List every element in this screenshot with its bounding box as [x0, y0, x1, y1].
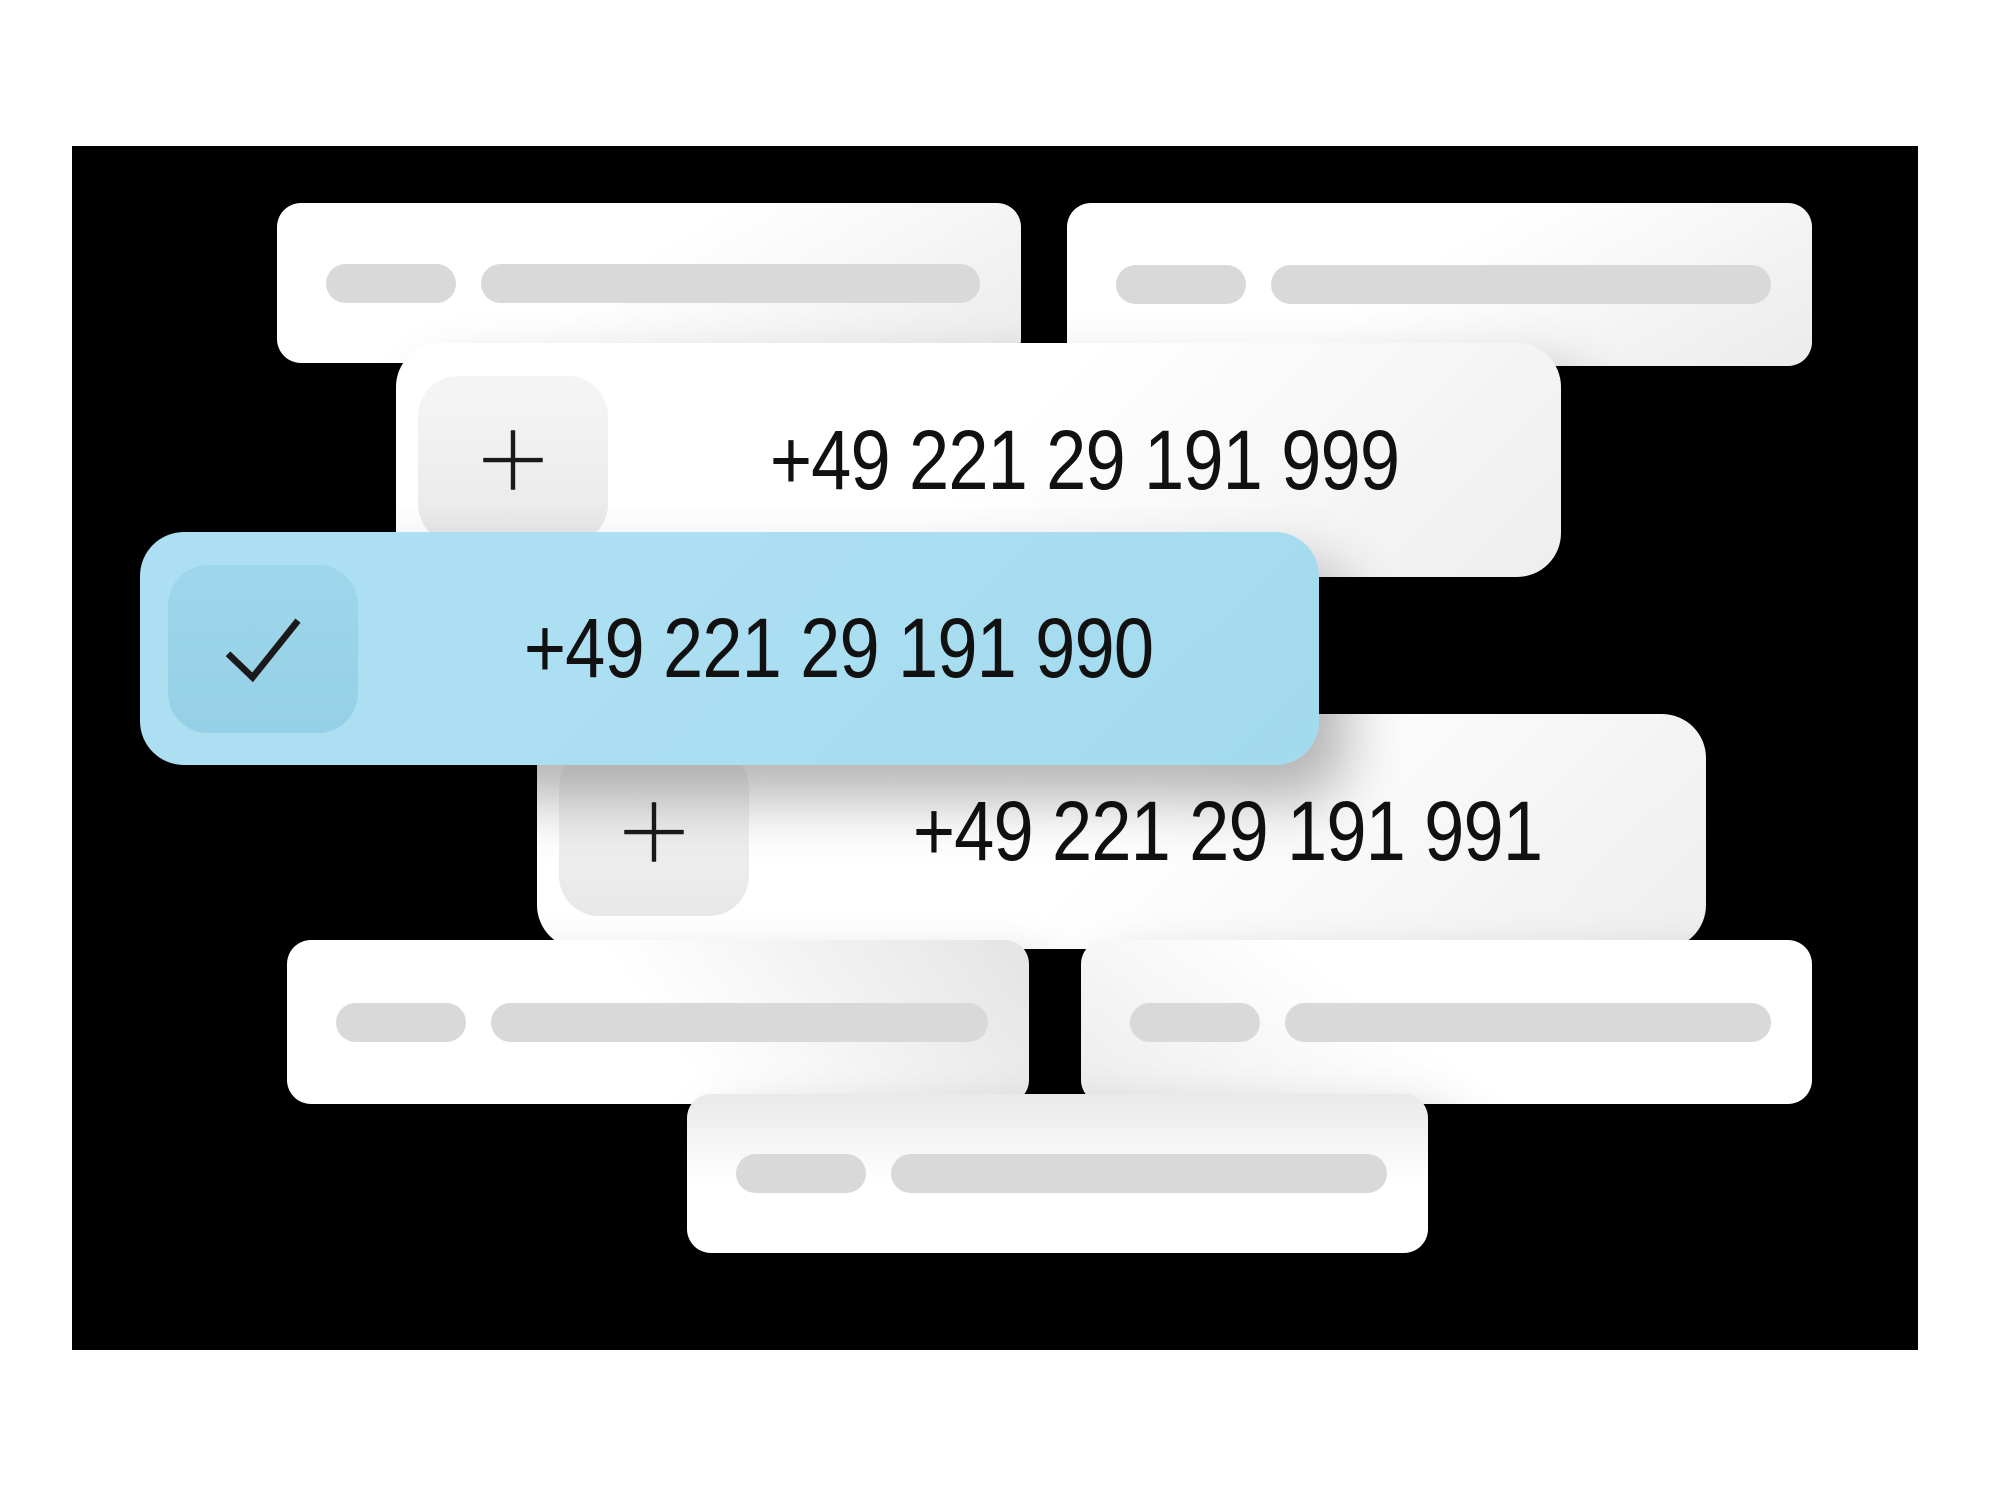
placeholder-card-bottom-right [1081, 940, 1812, 1104]
add-number-button[interactable] [559, 747, 749, 916]
placeholder-card-top-right [1067, 203, 1812, 366]
placeholder-card-bottom-center [687, 1094, 1428, 1253]
phone-number-label: +49 221 29 191 999 [769, 412, 1400, 507]
placeholder-line-short [1116, 265, 1246, 304]
phone-option-card-991[interactable]: +49 221 29 191 991 [537, 714, 1706, 949]
placeholder-line-long [1271, 265, 1771, 304]
add-number-button[interactable] [418, 376, 608, 544]
placeholder-line-row [1081, 940, 1812, 1104]
placeholder-line-row [277, 203, 1021, 363]
phone-option-card-990-selected[interactable]: +49 221 29 191 990 [140, 532, 1319, 765]
placeholder-line-short [326, 263, 456, 303]
placeholder-line-short [336, 1002, 466, 1042]
phone-number-label: +49 221 29 191 990 [523, 601, 1154, 695]
placeholder-card-bottom-left [287, 940, 1029, 1104]
checkmark-icon [225, 618, 301, 682]
selected-check-button[interactable] [168, 564, 358, 733]
placeholder-line-short [736, 1154, 866, 1193]
placeholder-line-long [491, 1002, 988, 1042]
placeholder-line-long [891, 1154, 1387, 1193]
placeholder-line-long [1285, 1002, 1771, 1042]
placeholder-card-top-left [277, 203, 1021, 363]
phone-number-label: +49 221 29 191 991 [912, 784, 1543, 878]
placeholder-line-row [1067, 203, 1812, 366]
placeholder-line-row [287, 940, 1029, 1104]
plus-icon [483, 430, 543, 490]
placeholder-line-short [1130, 1002, 1260, 1042]
placeholder-line-row [687, 1094, 1428, 1253]
placeholder-line-long [481, 263, 980, 303]
phone-option-card-999[interactable]: +49 221 29 191 999 [396, 343, 1561, 577]
plus-icon [624, 801, 684, 862]
